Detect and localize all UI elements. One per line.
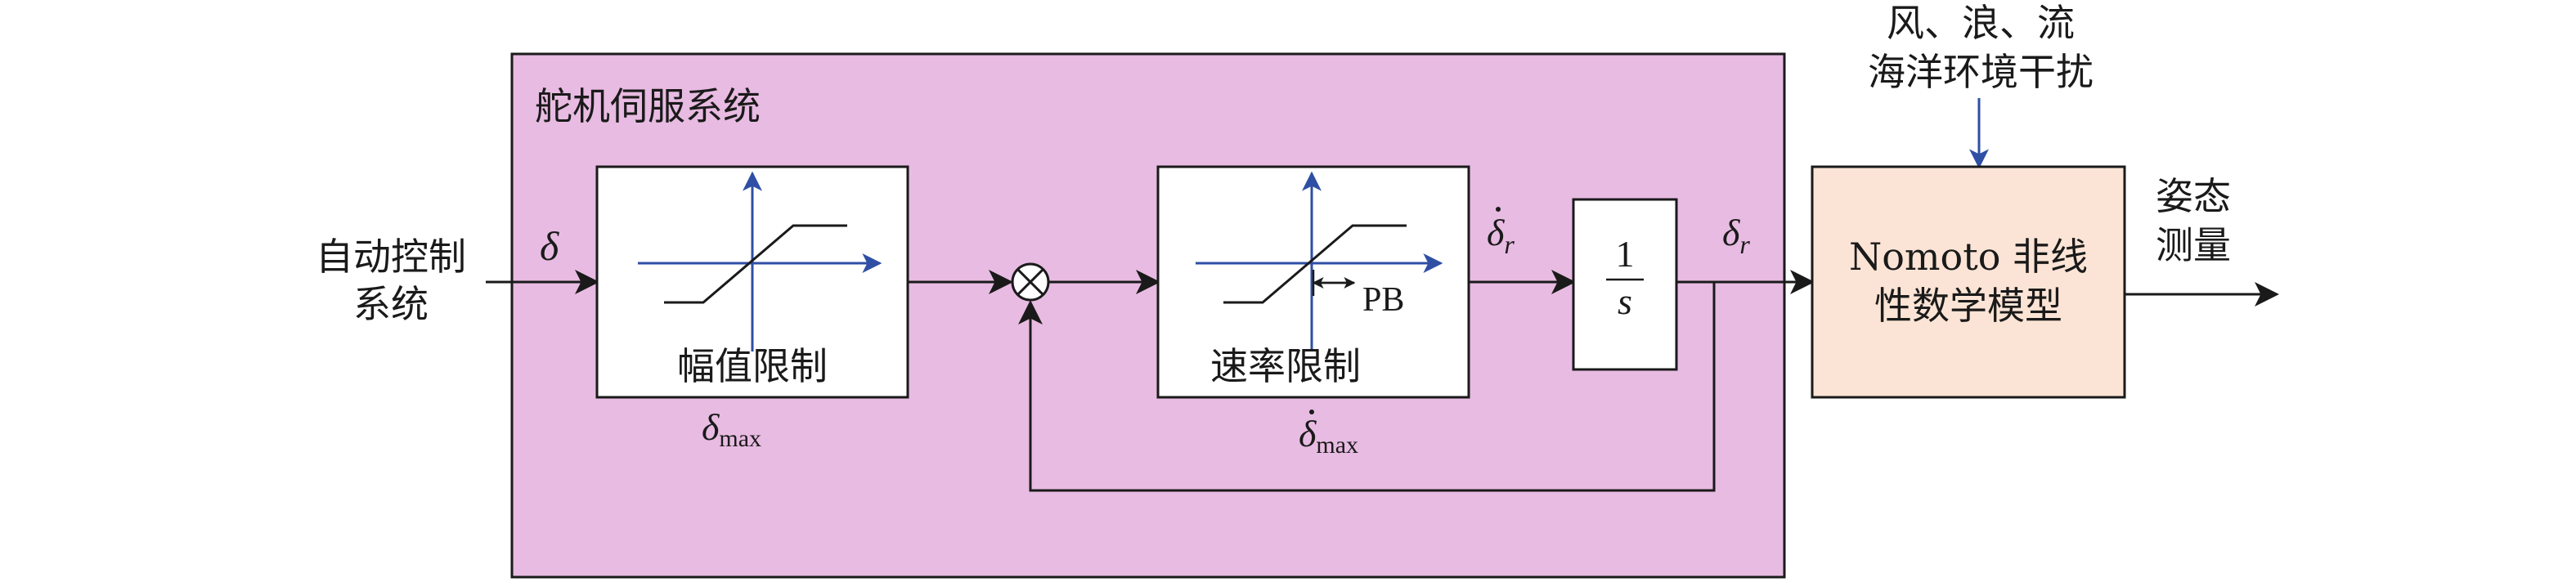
feedback-line — [1018, 282, 1716, 492]
rate-limit-label: 速率限制 — [1210, 344, 1361, 388]
output-label-line2: 测量 — [2156, 223, 2231, 267]
output-signal-symbol: δ — [1722, 212, 1740, 253]
integrator-numerator: 1 — [1616, 233, 1635, 275]
output-signal-sub: r — [1739, 230, 1750, 259]
nomoto-model-block — [1811, 165, 2126, 399]
input-label-line2: 系统 — [353, 282, 429, 326]
amplitude-limit-label: 幅值限制 — [677, 344, 828, 388]
rate-signal-dot — [1496, 207, 1501, 212]
pb-dimension-arrow — [1312, 270, 1356, 296]
rate-saturation-curve — [1223, 224, 1407, 304]
amplitude-param-symbol: δ — [702, 406, 720, 448]
integrator-denominator: s — [1618, 280, 1632, 322]
rate-signal-symbol: δ — [1487, 212, 1505, 253]
rate-signal-sub: r — [1504, 230, 1515, 259]
rate-param-symbol: δ — [1299, 413, 1317, 454]
input-signal-delta: δ — [540, 223, 559, 269]
amplitude-param-sub: max — [719, 425, 761, 452]
disturbance-line2: 海洋环境干扰 — [1868, 50, 2094, 94]
summing-junction — [1011, 262, 1050, 302]
output-signal: δr — [1722, 212, 1750, 259]
amplitude-param: δmax — [702, 406, 761, 452]
model-label-line2: 性数学模型 — [1874, 284, 2062, 328]
pb-label: PB — [1362, 281, 1404, 319]
servo-system-title: 舵机伺服系统 — [535, 84, 761, 128]
output-label-line1: 姿态 — [2156, 174, 2231, 218]
rate-signal: δr — [1487, 212, 1515, 259]
amplitude-saturation-curve — [664, 224, 847, 304]
model-label-line1: Nomoto 非线 — [1849, 235, 2088, 279]
rate-param-sub: max — [1316, 432, 1358, 459]
integrator-block — [1572, 198, 1678, 371]
rate-param-dot — [1309, 410, 1314, 414]
rate-param: δmax — [1299, 413, 1358, 459]
input-label-line1: 自动控制 — [316, 235, 466, 279]
disturbance-line1: 风、浪、流 — [1887, 1, 2075, 45]
